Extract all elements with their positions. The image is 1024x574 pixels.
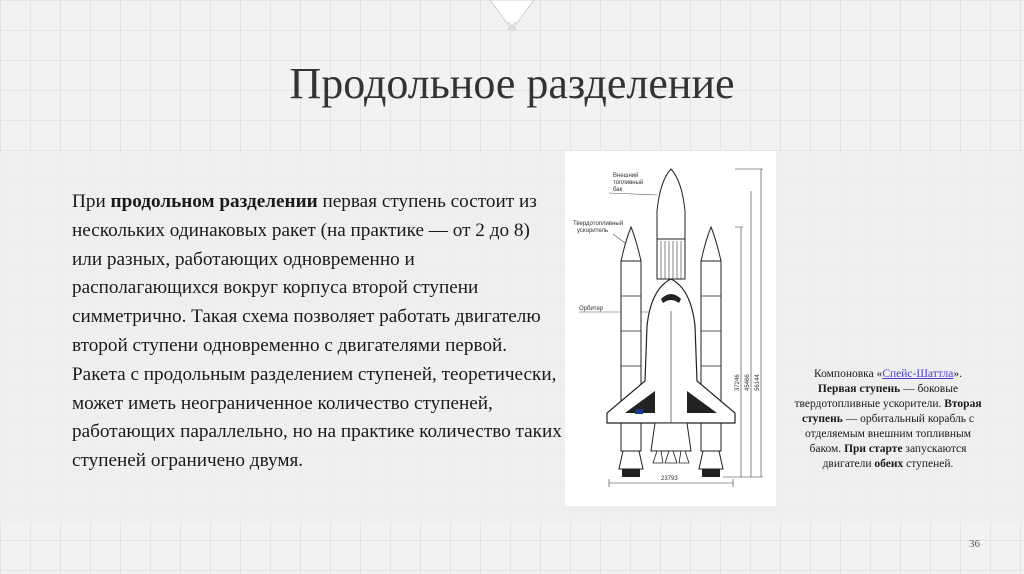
- caption-start-text: запускаются двигатели: [822, 443, 967, 470]
- label-booster-line2: ускоритель: [577, 228, 608, 234]
- figure-caption: Компоновка «Спейс-Шаттла». Первая ступень…: [790, 367, 986, 472]
- caption-start-title: При старте: [844, 443, 903, 455]
- body-lead: При: [72, 191, 111, 212]
- label-tank-line2: топливный: [613, 179, 643, 186]
- dimension-height-1: 37246: [735, 374, 741, 391]
- shuttle-diagram: Внешний топливный бак Твердотопливный ус…: [565, 151, 776, 506]
- caption-stage1-text: — боковые твердотопливные ускорители.: [794, 383, 959, 410]
- dimension-height-3: 56144: [755, 374, 761, 391]
- slide-title: Продольное разделение: [289, 59, 735, 108]
- body-rest: первая ступень состоит из нескольких оди…: [72, 191, 562, 472]
- caption-end-text: ступеней.: [903, 458, 954, 470]
- caption-suffix: ».: [953, 368, 962, 380]
- caption-prefix: Компоновка «: [814, 368, 883, 380]
- caption-stage2-text: — орбитальный корабль с отделяемым внешн…: [805, 413, 974, 455]
- shuttle-drawing: Внешний топливный бак Твердотопливный ус…: [573, 168, 763, 487]
- label-tank-line1: Внешний: [613, 172, 638, 179]
- top-decoration: [490, 0, 534, 31]
- dimension-width: 23793: [661, 476, 678, 482]
- label-booster-line1: Твердотопливный: [573, 220, 623, 227]
- dimension-height-2: 45466: [745, 374, 751, 391]
- caption-both-word: обеих: [874, 458, 904, 470]
- space-shuttle-link[interactable]: Спейс-Шаттла: [882, 368, 954, 380]
- caption-stage1-title: Первая ступень: [817, 383, 901, 395]
- caption-stage2-title: Вторая ступень: [802, 398, 982, 425]
- label-tank-line3: бак: [613, 187, 623, 193]
- orbiter-marking: USA: [691, 409, 704, 415]
- label-orbiter: Орбитер: [579, 306, 604, 312]
- page-number: 36: [969, 538, 980, 550]
- content-band: [0, 152, 1024, 522]
- body-paragraph: При продольном разделении первая ступень…: [72, 188, 562, 476]
- body-bold-term: продольном разделении: [110, 191, 318, 212]
